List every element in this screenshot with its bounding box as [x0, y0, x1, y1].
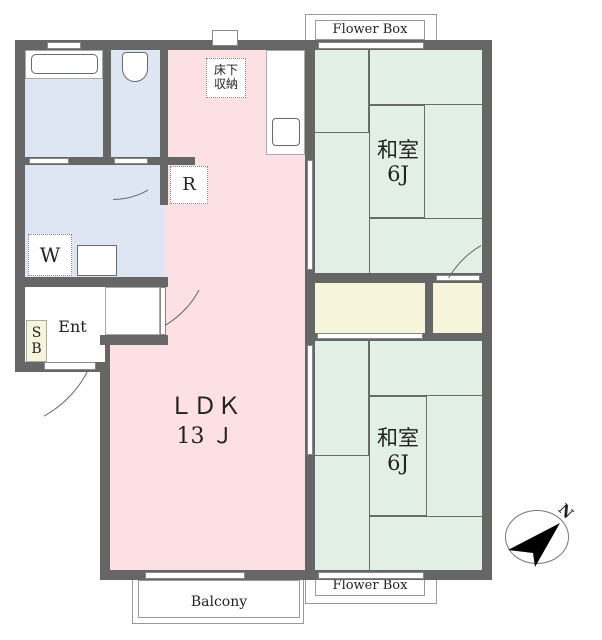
compass	[505, 510, 569, 564]
closet-2	[433, 283, 482, 333]
toilet-icon	[122, 52, 148, 82]
refrigerator-label: R	[170, 166, 208, 204]
window	[47, 42, 81, 49]
tatami	[369, 516, 482, 570]
underfloor-storage-label: 床下 収納	[206, 58, 246, 98]
sink-icon	[272, 118, 300, 146]
wall-ldk-left	[100, 335, 110, 580]
washitsu-2-size: 6J	[387, 450, 409, 475]
window	[318, 42, 424, 49]
tatami	[315, 341, 369, 456]
washitsu-1-name: 和室	[377, 137, 419, 162]
flower-box-top-label: Flower Box	[315, 20, 425, 40]
closet-sliding-door[interactable]	[317, 333, 423, 339]
wall-bottom	[100, 570, 492, 580]
washbasin-icon	[77, 245, 117, 276]
tatami	[315, 50, 369, 133]
ldk-floor-lower	[110, 345, 170, 570]
sliding-door-washitsu-1[interactable]	[307, 160, 313, 270]
wall-ldk-right	[305, 40, 315, 580]
washitsu-1-floor	[315, 50, 482, 273]
entrance-label: Ent	[58, 316, 87, 336]
shoe-box-label: S B	[26, 320, 47, 362]
wall	[25, 157, 195, 165]
bathtub	[31, 54, 98, 74]
wall-right	[482, 40, 492, 580]
balcony-label: Balcony	[138, 580, 300, 618]
washitsu-1-size: 6J	[387, 161, 409, 186]
wall	[15, 277, 168, 287]
toilet-door[interactable]	[114, 158, 148, 164]
tatami	[369, 50, 482, 105]
bay-window	[212, 30, 238, 46]
shoe-closet	[105, 287, 160, 335]
ldk-name: ＬＤＫ	[169, 392, 241, 421]
wall-top	[15, 40, 492, 50]
washitsu-2-name: 和室	[377, 425, 419, 450]
ldk-size: 13 Ｊ	[176, 424, 234, 450]
front-door[interactable]	[44, 362, 96, 370]
tatami	[369, 105, 425, 218]
balcony-window	[145, 572, 245, 579]
bathroom	[25, 78, 103, 157]
tatami	[369, 396, 427, 516]
window	[318, 572, 424, 579]
closet-1	[315, 283, 425, 333]
wall-mid	[305, 273, 492, 283]
wall	[160, 50, 168, 205]
wall-left	[15, 40, 25, 372]
sliding-door-washitsu-2[interactable]	[307, 345, 313, 455]
tatami	[369, 218, 482, 273]
wall	[103, 50, 111, 157]
wall-closet	[425, 283, 433, 333]
washer-label: W	[28, 234, 72, 276]
tatami	[369, 341, 482, 396]
wall	[100, 335, 168, 345]
compass-arrow-icon	[508, 523, 560, 567]
bath-door[interactable]	[29, 158, 69, 164]
